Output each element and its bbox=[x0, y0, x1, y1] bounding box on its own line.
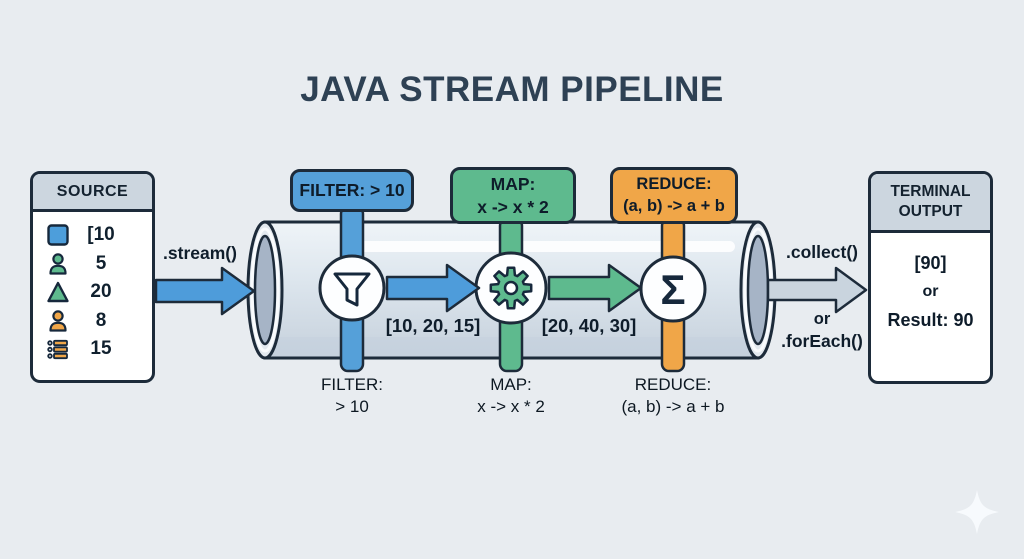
reduce-bottom-expr: (a, b) -> a + b bbox=[621, 397, 725, 416]
source-list: [10 5 20 8 bbox=[33, 212, 152, 364]
filter-output-values: [10, 20, 15] bbox=[385, 315, 481, 336]
stream-label: .stream() bbox=[163, 243, 237, 263]
filter-badge: FILTER: > 10 bbox=[290, 169, 414, 212]
pipe-left-opening bbox=[246, 220, 284, 360]
map-bottom-expr: x -> x * 2 bbox=[477, 397, 545, 416]
source-value: 15 bbox=[90, 338, 112, 360]
source-header: SOURCE bbox=[33, 174, 152, 212]
list-icon bbox=[46, 337, 70, 361]
filter-bottom-label: FILTER: > 10 bbox=[287, 374, 417, 418]
source-value: [10 bbox=[87, 224, 115, 246]
triangle-icon bbox=[46, 280, 70, 304]
map-badge-label: MAP: bbox=[490, 173, 536, 194]
pipeline-highlight bbox=[350, 241, 735, 252]
filter-badge-label: FILTER: > 10 bbox=[299, 180, 405, 201]
map-bottom-label: MAP: x -> x * 2 bbox=[436, 374, 586, 418]
terminal-output-box: TERMINAL OUTPUT [90] or Result: 90 bbox=[868, 171, 993, 384]
source-value: 20 bbox=[90, 281, 112, 303]
person-icon bbox=[46, 309, 70, 333]
source-value: 8 bbox=[95, 309, 107, 331]
map-badge: MAP: x -> x * 2 bbox=[450, 167, 576, 224]
terminal-result: Result: 90 bbox=[887, 310, 974, 330]
or-label: or bbox=[813, 310, 831, 328]
list-item: 8 bbox=[46, 307, 146, 336]
stream-arrow bbox=[154, 266, 256, 316]
sigma-icon: Σ bbox=[660, 266, 685, 313]
collect-label: .collect() bbox=[786, 242, 858, 262]
person-icon bbox=[46, 252, 70, 276]
reduce-bottom-title: REDUCE: bbox=[634, 375, 712, 394]
filter-bottom-expr: > 10 bbox=[335, 397, 369, 416]
list-item: 20 bbox=[46, 278, 146, 307]
map-badge-label-2: x -> x * 2 bbox=[477, 196, 549, 217]
terminal-value: [90] bbox=[914, 253, 947, 273]
reduce-badge-label-2: (a, b) -> a + b bbox=[623, 196, 725, 215]
list-item: 5 bbox=[46, 250, 146, 279]
filter-bottom-title: FILTER: bbox=[320, 375, 384, 394]
filter-to-map-arrow bbox=[385, 263, 481, 313]
source-box: SOURCE [10 5 20 bbox=[30, 171, 155, 383]
map-bottom-title: MAP: bbox=[490, 375, 532, 394]
foreach-label: .forEach() bbox=[781, 331, 863, 351]
output-arrow bbox=[766, 266, 868, 314]
gear-icon bbox=[489, 266, 533, 310]
reduce-bottom-label: REDUCE: (a, b) -> a + b bbox=[578, 374, 768, 418]
reduce-badge: REDUCE: (a, b) -> a + b bbox=[610, 167, 738, 224]
list-item: [10 bbox=[46, 221, 146, 250]
map-to-reduce-arrow bbox=[547, 263, 643, 313]
map-output-values: [20, 40, 30] bbox=[541, 315, 637, 336]
reduce-badge-label: REDUCE: bbox=[636, 175, 712, 194]
terminal-output-header: TERMINAL OUTPUT bbox=[871, 174, 990, 233]
source-value: 5 bbox=[95, 252, 107, 274]
list-item: 15 bbox=[46, 335, 146, 364]
square-icon bbox=[46, 223, 70, 247]
page-title: JAVA STREAM PIPELINE bbox=[300, 70, 724, 109]
terminal-or: or bbox=[922, 283, 939, 300]
sparkle-icon bbox=[955, 490, 999, 534]
terminal-output-body: [90] or Result: 90 bbox=[871, 233, 990, 331]
funnel-icon bbox=[333, 272, 371, 307]
